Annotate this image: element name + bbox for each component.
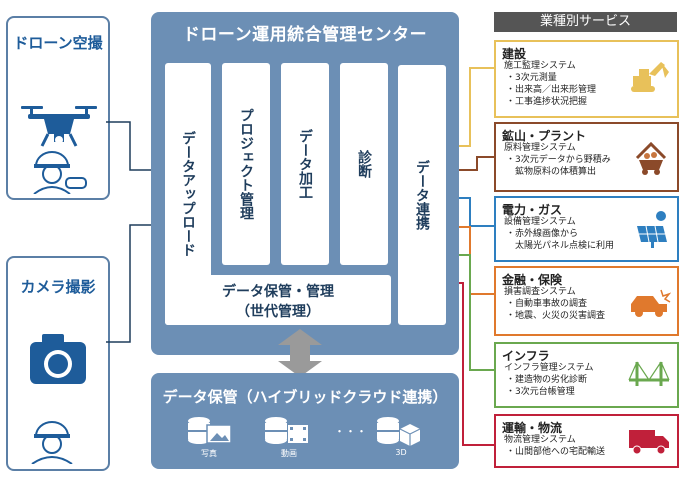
service-transport-logistics: 運輸・物流 物流管理システム ・山間部他への宅配輸送	[494, 414, 679, 468]
solar-panel-icon	[637, 211, 667, 248]
storage-cloud-panel: データ保管（ハイブリッドクラウド連携） 写真 動画 ・・・ 3D	[151, 373, 459, 469]
database-photo-icon	[188, 417, 232, 444]
drone-operator-icon	[21, 106, 97, 194]
bridge-icon	[628, 361, 670, 386]
service-infrastructure-title: インフラ	[502, 349, 550, 363]
column-data-linkage: データ連携	[398, 65, 446, 325]
service-infrastructure-line: ・3次元台帳管理	[506, 387, 575, 397]
service-power-gas-line: ・赤外線画像から	[506, 229, 579, 239]
truck-icon	[629, 430, 669, 455]
service-construction-line: 施工監理システム	[504, 61, 576, 71]
service-transport-logistics-line: ・山間部他への宅配輸送	[506, 447, 606, 457]
car-accident-icon	[631, 289, 671, 317]
storage-ellipsis: ・・・	[334, 425, 367, 438]
column-data-processing: データ加工	[281, 63, 329, 265]
center-title: ドローン運用統合管理センター	[182, 25, 428, 45]
service-mining-plant-line: 鉱物原料の体積算出	[506, 167, 597, 177]
service-infrastructure-line: ・建造物の劣化診断	[506, 375, 588, 385]
service-power-gas-title: 電力・ガス	[502, 203, 563, 217]
service-construction-title: 建設	[502, 47, 527, 61]
camera-source-box: カメラ撮影	[6, 256, 110, 471]
service-power-gas-line: 太陽光パネル点検に利用	[506, 241, 615, 251]
service-power-gas-line: 設備管理システム	[504, 217, 576, 227]
storage-label-video: 動画	[281, 449, 297, 458]
column-data-upload-label: データアップロード	[180, 131, 196, 257]
service-power-gas: 電力・ガス 設備管理システム ・赤外線画像から 太陽光パネル点検に利用	[494, 196, 679, 262]
storage-management-box: データ保管・管理 （世代管理）	[165, 275, 391, 325]
drone-source-title: ドローン空撮	[13, 34, 103, 52]
storage-label-photo: 写真	[201, 449, 217, 458]
database-video-icon	[265, 417, 308, 444]
service-transport-logistics-title: 運輸・物流	[502, 421, 563, 435]
service-infrastructure: インフラ インフラ管理システム ・建造物の劣化診断 ・3次元台帳管理	[494, 342, 679, 408]
service-construction-line: ・3次元測量	[506, 73, 557, 83]
database-3d-icon	[377, 417, 421, 446]
column-project-management-label: プロジェクト管理	[238, 108, 254, 220]
service-mining-plant-line: 原料管理システム	[504, 143, 576, 153]
column-data-processing-label: データ加工	[297, 129, 313, 199]
service-construction: 建設 施工監理システム ・3次元測量 ・出来高／出来形管理 ・工事進捗状況把握	[494, 40, 679, 118]
column-project-management: プロジェクト管理	[222, 63, 270, 265]
service-mining-plant-title: 鉱山・プラント	[502, 129, 587, 143]
industry-services-header: 業種別サービス	[494, 12, 677, 32]
service-mining-plant: 鉱山・プラント 原料管理システム ・3次元データから野積み 鉱物原料の体積算出	[494, 122, 679, 192]
service-construction-line: ・工事進捗状況把握	[506, 97, 588, 107]
double-arrow-icon	[278, 329, 322, 377]
service-construction-line: ・出来高／出来形管理	[506, 85, 597, 95]
storage-management-line2: （世代管理）	[236, 304, 320, 320]
service-infrastructure-line: インフラ管理システム	[504, 363, 594, 373]
service-mining-plant-line: ・3次元データから野積み	[506, 155, 611, 165]
camera-source-title: カメラ撮影	[20, 278, 96, 296]
column-diagnosis-label: 診断	[356, 150, 372, 178]
mine-cart-icon	[635, 141, 667, 175]
service-transport-logistics-line: 物流管理システム	[504, 435, 576, 445]
service-finance-insurance: 金融・保険 損害調査システム ・自動車事故の調査 ・地震、火災の災害調査	[494, 266, 679, 336]
service-finance-insurance-line: ・地震、火災の災害調査	[506, 311, 606, 321]
service-finance-insurance-line: ・自動車事故の調査	[506, 299, 588, 309]
drone-source-box: ドローン空撮	[6, 16, 110, 200]
camera-operator-icon	[30, 334, 86, 464]
storage-cloud-title: データ保管（ハイブリッドクラウド連携）	[162, 388, 448, 406]
service-finance-insurance-line: 損害調査システム	[504, 287, 576, 297]
column-diagnosis: 診断	[340, 63, 388, 265]
service-finance-insurance-title: 金融・保険	[502, 273, 563, 287]
storage-management-line1: データ保管・管理	[222, 284, 334, 300]
excavator-icon	[631, 62, 669, 92]
column-data-linkage-label: データ連携	[414, 160, 430, 230]
storage-label-3d: 3D	[395, 448, 407, 457]
